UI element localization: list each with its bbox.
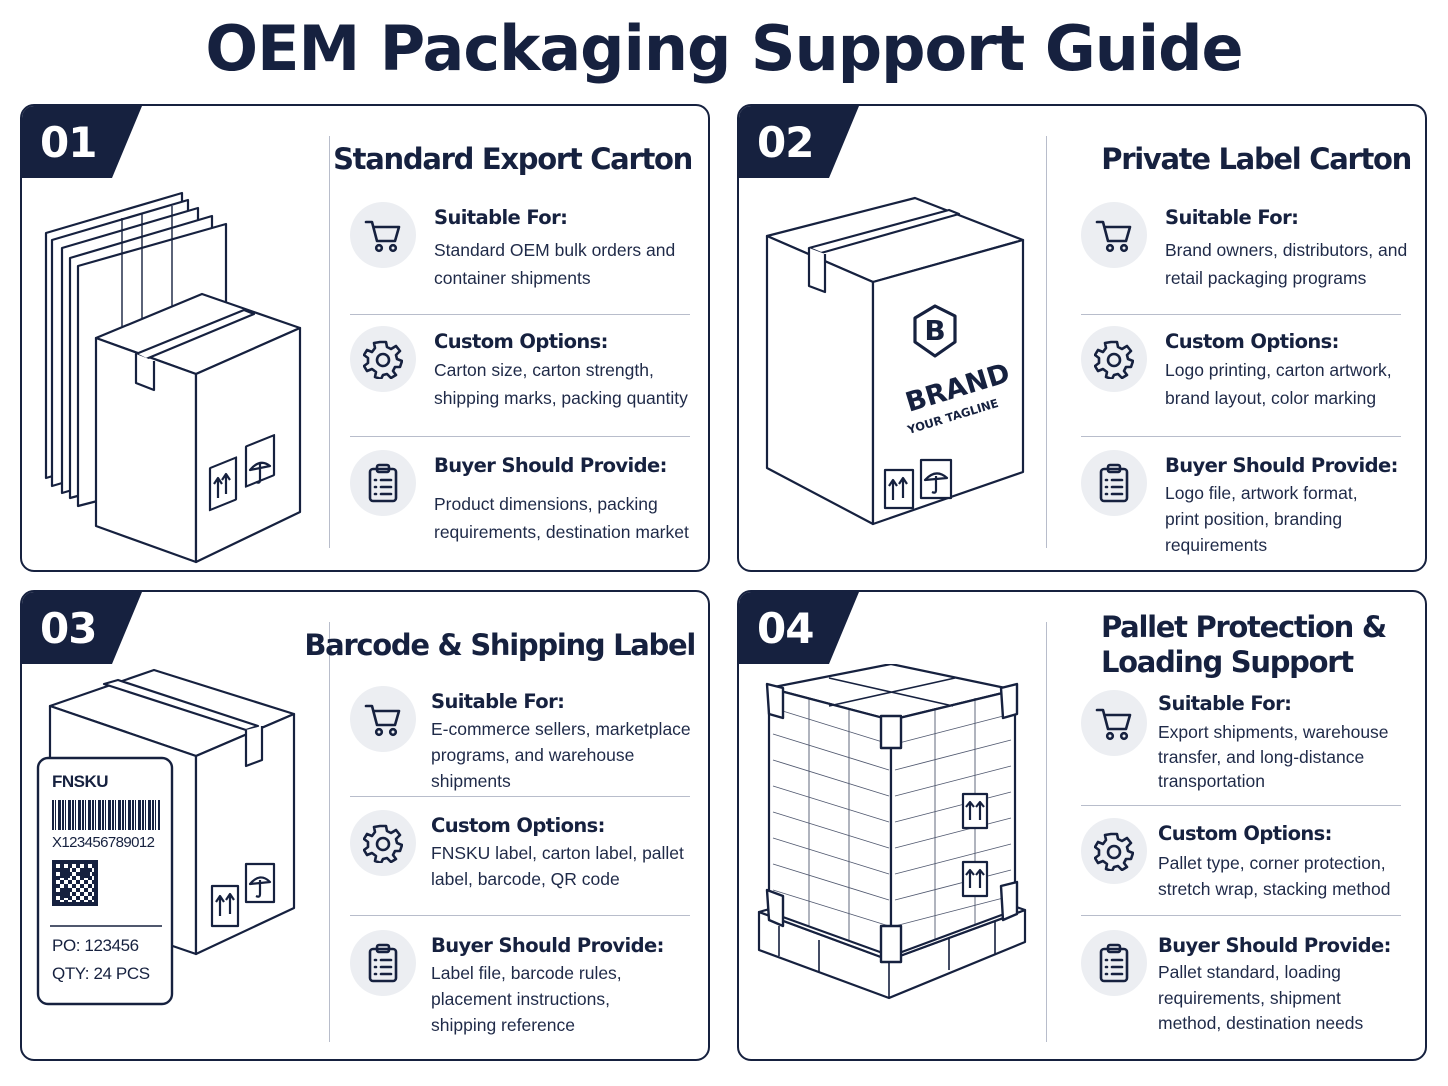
barcode-number: X123456789012: [52, 834, 155, 851]
card-title: Barcode & Shipping Label: [304, 628, 696, 662]
card-private-label-carton: 02 B BRAND YOUR TAGLINE Private Label Ca…: [737, 104, 1427, 572]
gear-icon: [350, 326, 416, 392]
section-divider: [1081, 805, 1401, 806]
section-divider: [1081, 314, 1401, 315]
buyer-should-provide-text: Product dimensions, packing requirements…: [434, 494, 689, 542]
card-pallet-protection-loading: 04: [737, 590, 1427, 1061]
buyer-should-provide-label: Buyer Should Provide:: [434, 454, 667, 477]
buyer-should-provide-label: Buyer Should Provide:: [1165, 454, 1398, 477]
card-number-badge: 03: [22, 592, 142, 664]
gear-icon: [1081, 818, 1147, 884]
shopping-cart-icon: [350, 202, 416, 268]
clipboard-checklist-icon: [1081, 450, 1147, 516]
section-divider: [350, 915, 690, 916]
clipboard-checklist-icon: [350, 450, 416, 516]
custom-options-label: Custom Options:: [1165, 330, 1339, 353]
gear-icon: [1081, 326, 1147, 392]
suitable-for-label: Suitable For:: [1165, 206, 1299, 229]
suitable-for-text: Standard OEM bulk orders and container s…: [434, 240, 676, 288]
buyer-should-provide-text: Label file, barcode rules, placement ins…: [431, 963, 622, 1035]
shopping-cart-icon: [350, 686, 416, 752]
vertical-divider: [1046, 136, 1047, 548]
section-divider: [1081, 436, 1401, 437]
brand-logo-letter: B: [924, 314, 945, 347]
suitable-for-text: E-commerce sellers, marketplace programs…: [431, 719, 691, 791]
clipboard-checklist-icon: [350, 930, 416, 996]
clipboard-checklist-icon: [1081, 930, 1147, 996]
custom-options-text: Logo printing, carton artwork, brand lay…: [1165, 360, 1392, 408]
section-divider: [350, 796, 690, 797]
section-divider: [1081, 915, 1401, 916]
card-number-badge: 04: [739, 592, 859, 664]
buyer-should-provide-text: Pallet standard, loading requirements, s…: [1158, 962, 1364, 1033]
shopping-cart-icon: [1081, 690, 1147, 756]
labeled-carton-illustration: FNSKU X123456789012 PO: 123456 QTY: 24 P…: [22, 664, 322, 1054]
card-standard-export-carton: 01 Standard Export Carton: [20, 104, 710, 572]
suitable-for-label: Suitable For:: [431, 690, 565, 713]
card-title: Private Label Carton: [1101, 142, 1412, 176]
page-title: OEM Packaging Support Guide: [205, 12, 1243, 85]
section-divider: [350, 314, 690, 315]
card-number-badge: 01: [22, 106, 142, 178]
label-qty: QTY: 24 PCS: [52, 964, 150, 983]
label-po: PO: 123456: [52, 936, 139, 955]
custom-options-label: Custom Options:: [431, 814, 605, 837]
card-title: Standard Export Carton: [333, 142, 693, 176]
suitable-for-text: Export shipments, warehouse transfer, an…: [1158, 722, 1389, 791]
vertical-divider: [1046, 622, 1047, 1042]
wrapped-pallet-illustration: [739, 662, 1039, 1054]
shopping-cart-icon: [1081, 202, 1147, 268]
buyer-should-provide-label: Buyer Should Provide:: [431, 934, 664, 957]
suitable-for-text: Brand owners, distributors, and retail p…: [1165, 240, 1408, 288]
card-title: Pallet Protection & Loading Support: [1101, 610, 1387, 679]
barcode: [52, 800, 160, 830]
custom-options-label: Custom Options:: [434, 330, 608, 353]
custom-options-text: Carton size, carton strength, shipping m…: [434, 360, 688, 408]
custom-options-label: Custom Options:: [1158, 822, 1332, 845]
card-barcode-shipping-label: 03 FNSKU X123456789012 PO: 123456 QTY: 2…: [20, 590, 710, 1061]
custom-options-text: Pallet type, corner protection, stretch …: [1158, 853, 1391, 899]
section-divider: [350, 436, 690, 437]
branded-carton-illustration: B BRAND YOUR TAGLINE: [739, 178, 1039, 568]
stacked-cartons-illustration: [22, 178, 322, 568]
suitable-for-label: Suitable For:: [434, 206, 568, 229]
vertical-divider: [329, 136, 330, 548]
card-number-badge: 02: [739, 106, 859, 178]
label-fnsku-header: FNSKU: [52, 772, 109, 791]
custom-options-text: FNSKU label, carton label, pallet label,…: [431, 843, 684, 889]
qr-code-icon: [52, 860, 98, 906]
suitable-for-label: Suitable For:: [1158, 692, 1292, 715]
buyer-should-provide-text: Logo file, artwork format, print positio…: [1165, 483, 1358, 555]
gear-icon: [350, 810, 416, 876]
buyer-should-provide-label: Buyer Should Provide:: [1158, 934, 1391, 957]
vertical-divider: [329, 622, 330, 1042]
